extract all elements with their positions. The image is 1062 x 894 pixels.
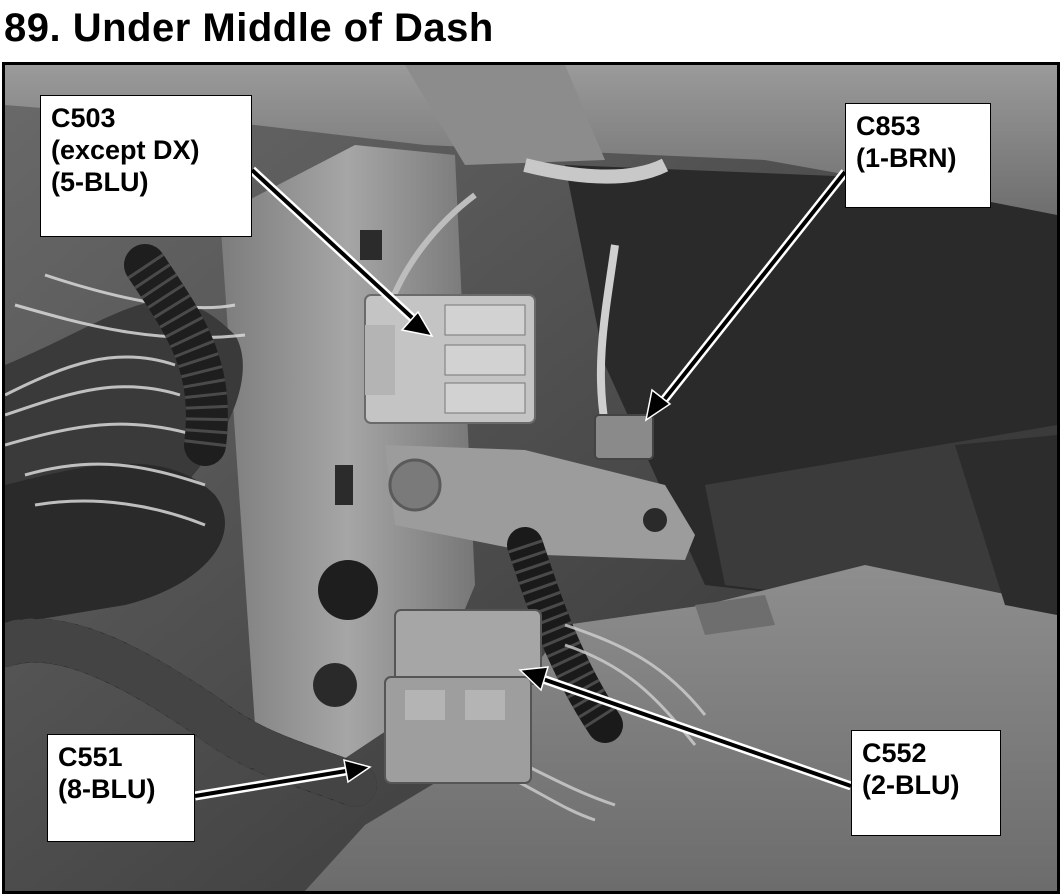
grommet xyxy=(318,560,378,620)
callout-c552-connector-id: C552 xyxy=(862,738,927,768)
callout-c503-connector-id: C503 xyxy=(51,103,116,133)
connector-c552 xyxy=(394,609,542,685)
callout-c503-condition: (except DX) xyxy=(51,135,200,165)
callout-c551-connector-id: C551 xyxy=(58,742,123,772)
connector-c853 xyxy=(594,414,654,460)
callout-c503-pins: (5-BLU) xyxy=(51,167,149,197)
callout-c551-pins: (8-BLU) xyxy=(58,774,156,804)
callout-c853: C853 (1-BRN) xyxy=(845,103,991,208)
callout-c552-pins: (2-BLU) xyxy=(862,770,960,800)
callout-c853-connector-id: C853 xyxy=(856,111,921,141)
page-title: 89. Under Middle of Dash xyxy=(4,6,494,50)
callout-c853-pins: (1-BRN) xyxy=(856,143,957,173)
callout-c551: C551 (8-BLU) xyxy=(47,734,195,842)
bracket-arm xyxy=(385,445,695,560)
callout-c503: C503 (except DX) (5-BLU) xyxy=(40,95,252,237)
callout-c552: C552 (2-BLU) xyxy=(851,730,1001,836)
